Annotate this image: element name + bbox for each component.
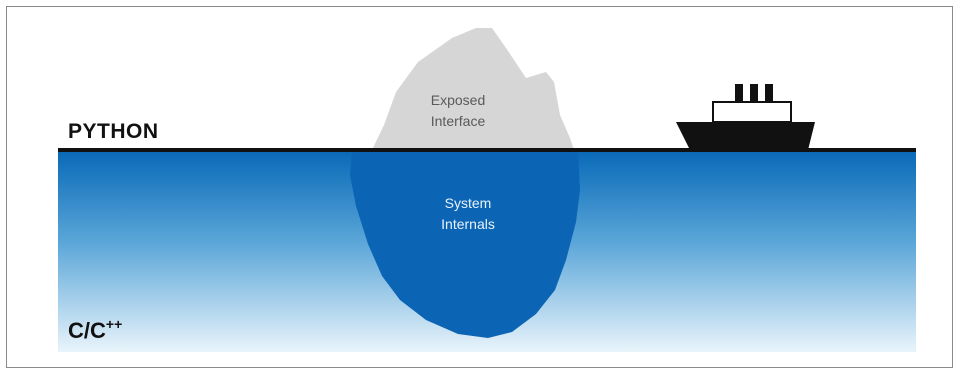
ship-funnel-1 — [735, 84, 743, 102]
internals-label-line-2: Internals — [441, 216, 495, 232]
iceberg-above-water — [372, 28, 574, 150]
c-cpp-layer-label: C/C++ — [68, 316, 122, 344]
ship-cabin — [712, 101, 792, 123]
python-layer-label: PYTHON — [68, 120, 159, 143]
exposed-label-line-2: Interface — [430, 113, 486, 129]
ship-funnel-3 — [765, 84, 773, 102]
ship-icon — [676, 84, 815, 150]
iceberg-below-water — [350, 152, 580, 338]
c-cpp-label-superscript: ++ — [105, 316, 123, 332]
system-internals-label: System Internals — [408, 193, 528, 235]
c-cpp-label-main: C/C — [68, 318, 106, 343]
exposed-interface-label: Exposed Interface — [398, 90, 518, 132]
ship-funnel-2 — [750, 84, 758, 102]
exposed-label-line-1: Exposed — [430, 92, 486, 108]
ship-hull — [676, 122, 815, 150]
internals-label-line-1: System — [444, 195, 492, 211]
waterline — [58, 148, 916, 152]
